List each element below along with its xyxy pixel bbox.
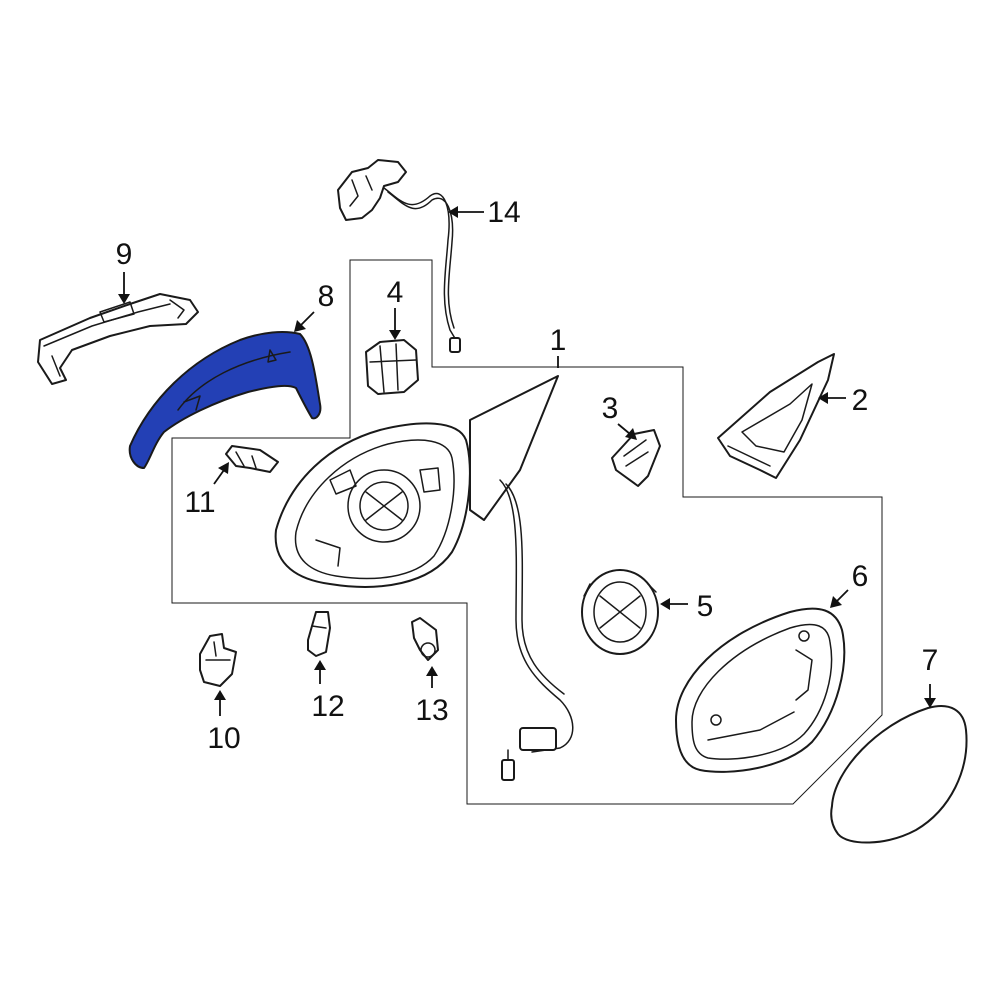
callout-5: 5 — [697, 590, 714, 623]
callout-9: 9 — [116, 238, 133, 271]
callout-1: 1 — [550, 324, 567, 357]
callout-11: 11 — [184, 486, 215, 519]
part-11-clip[interactable] — [225, 445, 279, 473]
part-7-mirror-glass[interactable] — [830, 705, 968, 844]
assembly-outline — [171, 259, 883, 805]
callout-4: 4 — [387, 276, 404, 309]
callout-2: 2 — [852, 384, 869, 417]
part-5-actuator[interactable] — [581, 569, 659, 655]
part-12-retainer[interactable] — [307, 611, 331, 657]
callout-3: 3 — [602, 392, 619, 425]
part-10-connector[interactable] — [199, 633, 237, 687]
callout-labels: 1 2 3 4 5 6 7 8 9 10 11 12 13 14 — [116, 196, 939, 755]
part-4-mirror-motor[interactable] — [365, 339, 419, 395]
part-14-wiring-harness[interactable] — [337, 159, 461, 353]
callout-13: 13 — [415, 694, 448, 727]
callout-7: 7 — [922, 644, 939, 677]
callout-14: 14 — [487, 196, 520, 229]
leader-lines — [118, 206, 936, 716]
part-3-blind-spot-module[interactable] — [611, 429, 661, 487]
part-2-trim-panel[interactable] — [717, 353, 835, 479]
mirror-cover-shape — [128, 331, 322, 469]
part-13-bracket[interactable] — [411, 617, 439, 661]
part-9-turn-signal-lamp[interactable] — [37, 293, 199, 385]
part-6-backing-plate[interactable] — [675, 607, 846, 773]
callout-6: 6 — [852, 560, 869, 593]
part-8-mirror-cover[interactable] — [128, 331, 322, 469]
callout-10: 10 — [207, 722, 240, 755]
part-1-mirror-assembly[interactable] — [274, 375, 574, 781]
callout-12: 12 — [311, 690, 344, 723]
callout-8: 8 — [318, 280, 335, 313]
